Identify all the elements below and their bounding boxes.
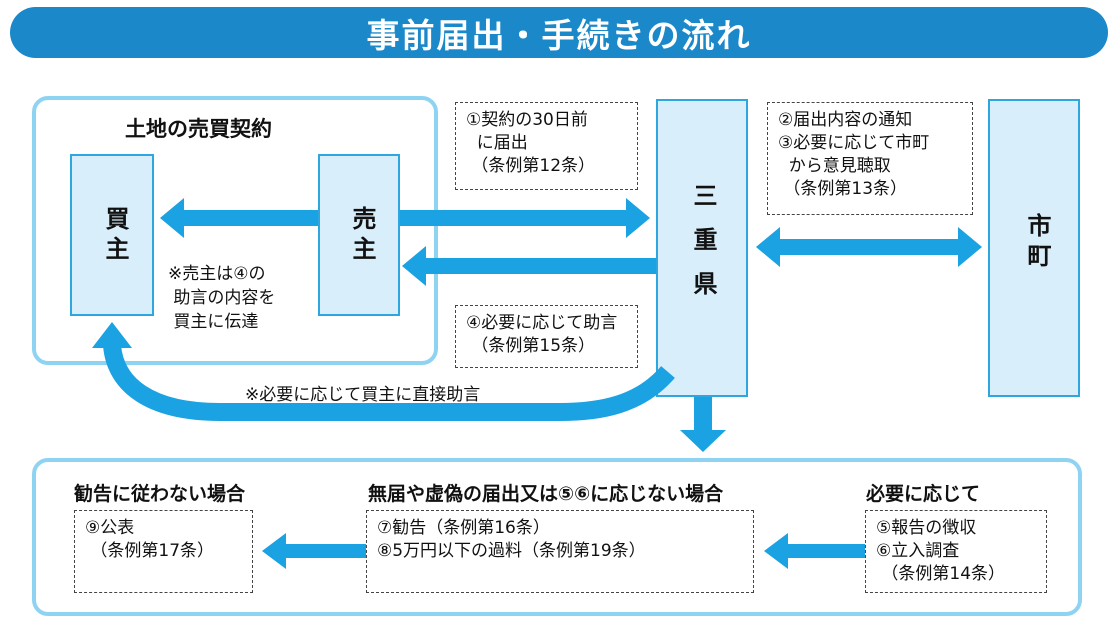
- buyer-label: 買主: [101, 206, 129, 266]
- seller-box: 売主: [318, 154, 400, 316]
- step-left-heading: 勧告に従わない場合: [74, 483, 246, 505]
- municipality-box: 市町: [988, 99, 1080, 397]
- step-right-box: ⑤報告の徴収 ⑥立入調査 （条例第14条）: [865, 510, 1047, 593]
- arrowhead-buyer: [160, 198, 184, 238]
- step-right-heading: 必要に応じて: [866, 483, 981, 505]
- buyer-box: 買主: [70, 154, 154, 316]
- advice-note: ④必要に応じて助言 （条例第15条）: [455, 305, 638, 368]
- arrowhead-left: [262, 533, 286, 569]
- arrowhead-prefecture-right: [756, 227, 780, 267]
- direct-advice-note: ※必要に応じて買主に直接助言: [245, 385, 481, 405]
- arrow-down-stem: [694, 397, 712, 433]
- notification-note: ①契約の30日前 に届出 （条例第12条）: [455, 102, 638, 190]
- contract-heading: 土地の売買契約: [125, 117, 272, 141]
- arrowhead-down: [680, 430, 726, 452]
- arrowhead-seller: [402, 246, 426, 286]
- step-middle-heading: 無届や虚偽の届出又は⑤⑥に応じない場合: [368, 483, 724, 505]
- step-middle-box: ⑦勧告（条例第16条） ⑧5万円以下の過料（条例第19条）: [366, 510, 754, 593]
- arrowhead-buyer-direct: [92, 322, 132, 348]
- municipality-label: 市町: [1023, 213, 1051, 273]
- city-note: ②届出内容の通知 ③必要に応じて市町 から意見聴取 （条例第13条）: [767, 102, 973, 215]
- arrowhead-municipality: [958, 227, 982, 267]
- prefecture-box: 三重県: [656, 99, 748, 397]
- seller-note: ※売主は④の 助言の内容を 買主に伝達: [168, 264, 276, 332]
- page-title: 事前届出・手続きの流れ: [10, 7, 1108, 58]
- arrowhead-prefecture: [626, 198, 650, 238]
- arrowhead-middle: [764, 533, 788, 569]
- step-left-box: ⑨公表 （条例第17条）: [74, 510, 253, 593]
- prefecture-label: 三重県: [689, 183, 717, 315]
- arrow-direct-advice-buyer: [103, 343, 675, 421]
- seller-label: 売主: [348, 206, 376, 266]
